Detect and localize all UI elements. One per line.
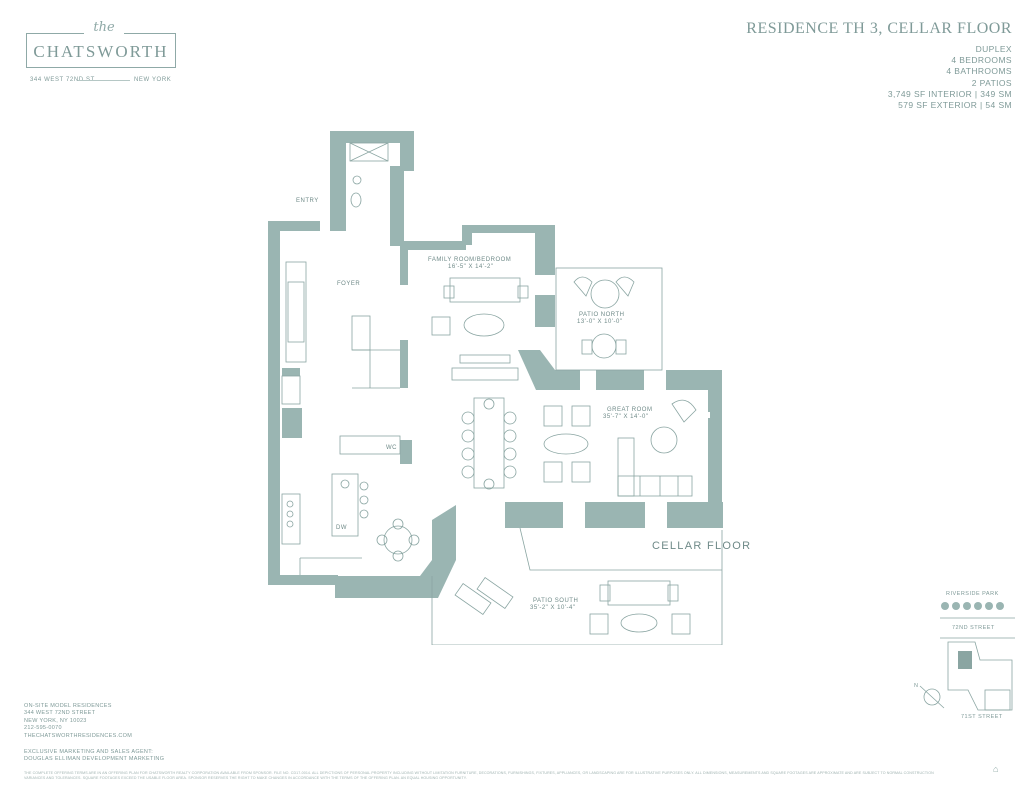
dw-label: DW [336, 525, 347, 531]
entry-label: ENTRY [296, 198, 319, 204]
logo-city: NEW YORK [134, 77, 172, 83]
keymap-72nd-label: 72ND STREET [952, 625, 995, 631]
spec-line: 2 PATIOS [971, 77, 1012, 88]
great-room-dim: 35'-7" X 14'-0" [603, 414, 648, 420]
logo-address: 344 WEST 72ND ST [30, 77, 95, 83]
keymap-highlight [958, 651, 972, 669]
spec-line: 3,749 SF INTERIOR | 349 SM [887, 88, 1012, 99]
office-line: ON-SITE MODEL RESIDENCES [24, 703, 112, 709]
floor-label: CELLAR FLOOR [652, 540, 752, 552]
keymap-blocks [919, 617, 1015, 711]
patio-south-label: PATIO SOUTH [533, 598, 578, 604]
logo-the: the [84, 20, 124, 35]
office-line: NEW YORK, NY 10023 [24, 717, 87, 724]
residence-specs: DUPLEX 4 BEDROOMS 4 BATHROOMS 2 PATIOS 3… [888, 44, 1012, 111]
plan-walls [268, 131, 723, 598]
floor-plan: ENTRY FOYER FAMILY ROOM/BEDROOM 16'-5" X… [268, 131, 723, 645]
keymap-trees [941, 602, 1004, 610]
office-line: THECHATSWORTHRESIDENCES.COM [24, 732, 133, 739]
plan-lines [281, 142, 723, 645]
office-info: ON-SITE MODEL RESIDENCES 344 WEST 72ND S… [24, 703, 132, 740]
patio-south-dim: 35'-2" X 10'-4" [530, 605, 575, 611]
equal-housing-icon: ⌂ [993, 764, 999, 774]
key-map [919, 602, 1015, 711]
patio-north-dim: 13'-0" X 10'-0" [577, 319, 622, 325]
disclaimer: THE COMPLETE OFFERING TERMS ARE IN AN OF… [24, 771, 934, 780]
spec-line: 4 BATHROOMS [946, 66, 1012, 77]
family-room-label: FAMILY ROOM/BEDROOM [428, 257, 511, 263]
keymap-riverside-label: RIVERSIDE PARK [946, 591, 999, 597]
office-line: 212-595-0070 [24, 725, 62, 732]
great-room-label: GREAT ROOM [607, 407, 652, 413]
residence-title: RESIDENCE TH 3, CELLAR FLOOR [746, 20, 1012, 37]
agent-info: EXCLUSIVE MARKETING AND SALES AGENT: DOU… [24, 749, 164, 764]
keymap-71st-label: 71ST STREET [961, 714, 1003, 720]
foyer-label: FOYER [337, 281, 360, 287]
plan-labels: ENTRY FOYER FAMILY ROOM/BEDROOM 16'-5" X… [296, 198, 652, 611]
logo-divider [78, 80, 130, 81]
agent-line: EXCLUSIVE MARKETING AND SALES AGENT: [24, 749, 154, 755]
keymap-north-label: N [914, 683, 919, 689]
family-room-dim: 16'-5" X 14'-2" [448, 264, 493, 270]
spec-line: 4 BEDROOMS [951, 55, 1012, 66]
office-line: 344 WEST 72ND STREET [24, 710, 96, 717]
wc-label: WC [386, 445, 397, 451]
spec-line: DUPLEX [975, 44, 1012, 54]
logo-name: CHATSWORTH [33, 42, 169, 61]
agent-line: DOUGLAS ELLIMAN DEVELOPMENT MARKETING [24, 756, 165, 763]
spec-line: 579 SF EXTERIOR | 54 SM [898, 100, 1012, 111]
patio-north-label: PATIO NORTH [579, 312, 625, 318]
